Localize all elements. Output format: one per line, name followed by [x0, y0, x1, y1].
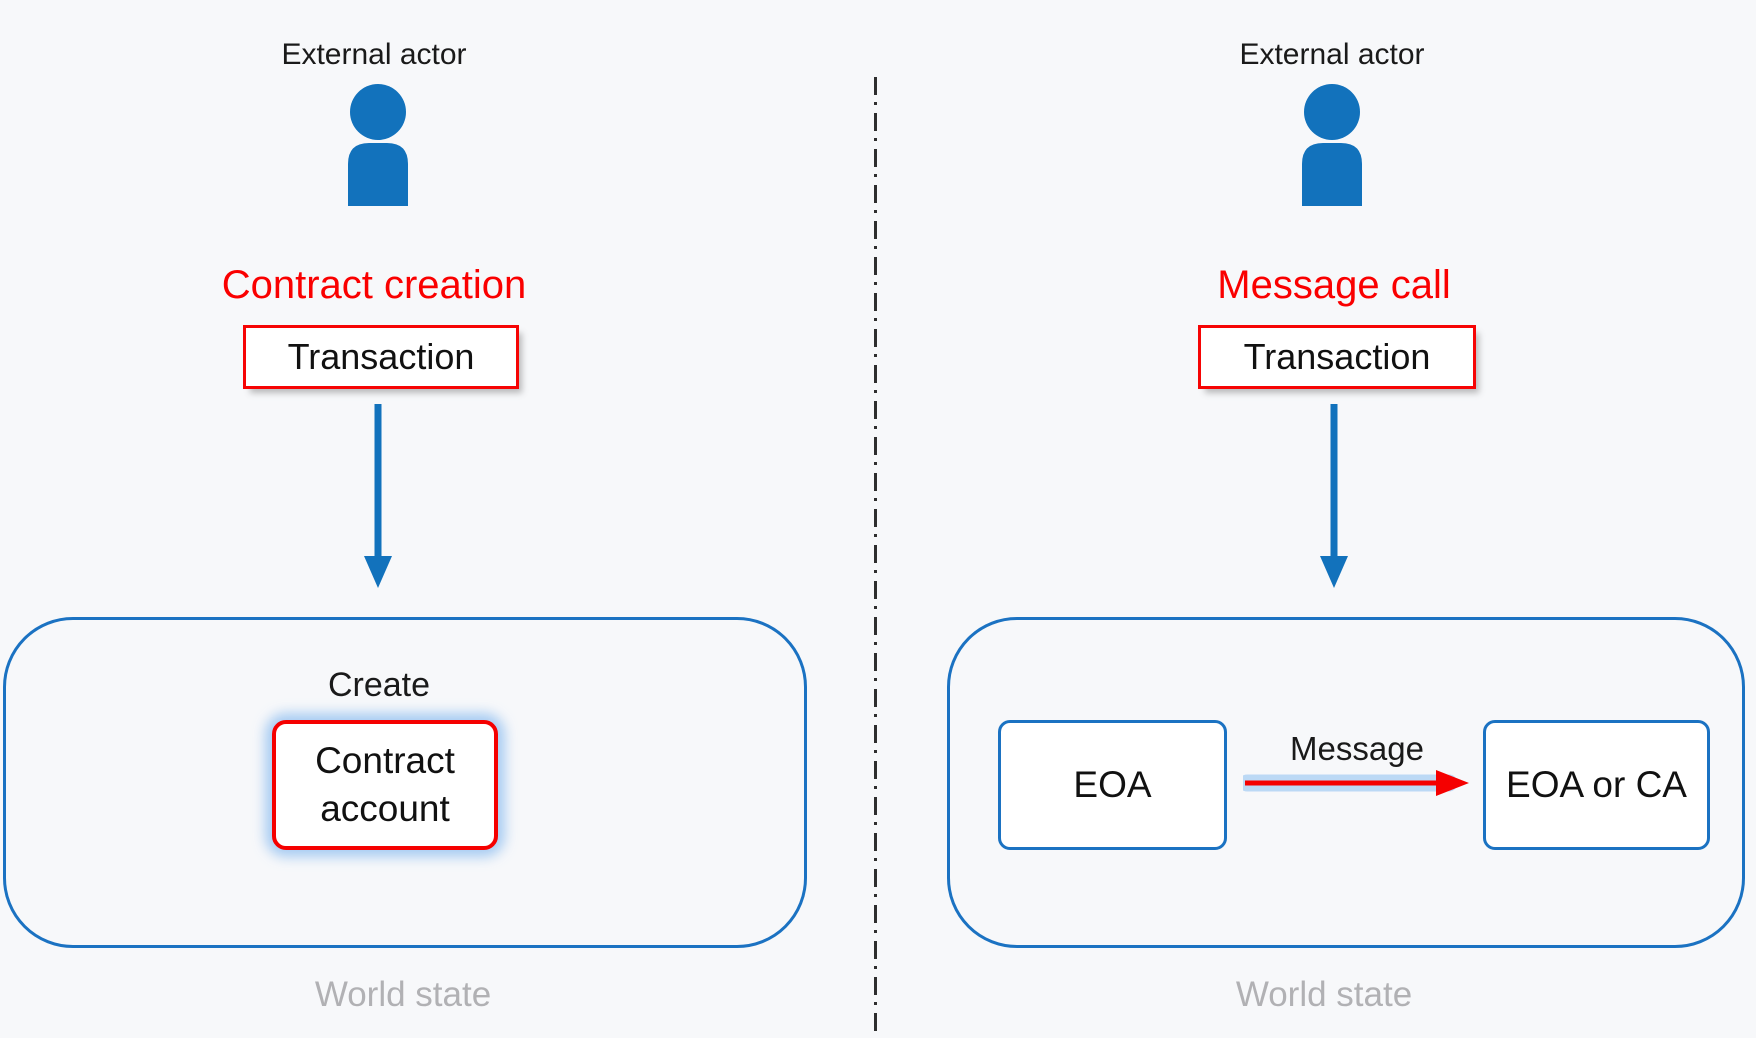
red-arrow-icon [1243, 770, 1469, 796]
transaction-label: Transaction [1243, 336, 1431, 377]
world-state-container [3, 617, 807, 948]
down-arrow-icon [364, 404, 392, 588]
message-label: Message [1290, 730, 1424, 767]
actor-label: External actor [281, 38, 467, 71]
flow-title: Contract creation [221, 263, 527, 307]
actor-label: External actor [1239, 38, 1425, 71]
person-icon [1302, 84, 1362, 206]
contract-account-line1: Contract [315, 740, 455, 781]
eoa-box: EOA [998, 720, 1227, 850]
eoa-or-ca-box: EOA or CA [1483, 720, 1710, 850]
flow-title: Message call [1217, 263, 1451, 307]
down-arrow-icon [1320, 404, 1348, 588]
person-icon [348, 84, 408, 206]
transaction-box: Transaction [1198, 325, 1476, 389]
section-divider [874, 77, 877, 1038]
create-label: Create [327, 666, 431, 704]
contract-account-box: Contract account [272, 720, 498, 850]
world-state-container [947, 617, 1745, 948]
eoa-or-ca-label: EOA or CA [1506, 764, 1687, 805]
transaction-label: Transaction [287, 336, 475, 377]
eoa-label: EOA [1073, 764, 1152, 805]
transaction-box: Transaction [243, 325, 519, 389]
contract-account-line2: account [320, 788, 450, 829]
world-state-caption: World state [1235, 975, 1413, 1014]
world-state-caption: World state [314, 975, 492, 1014]
